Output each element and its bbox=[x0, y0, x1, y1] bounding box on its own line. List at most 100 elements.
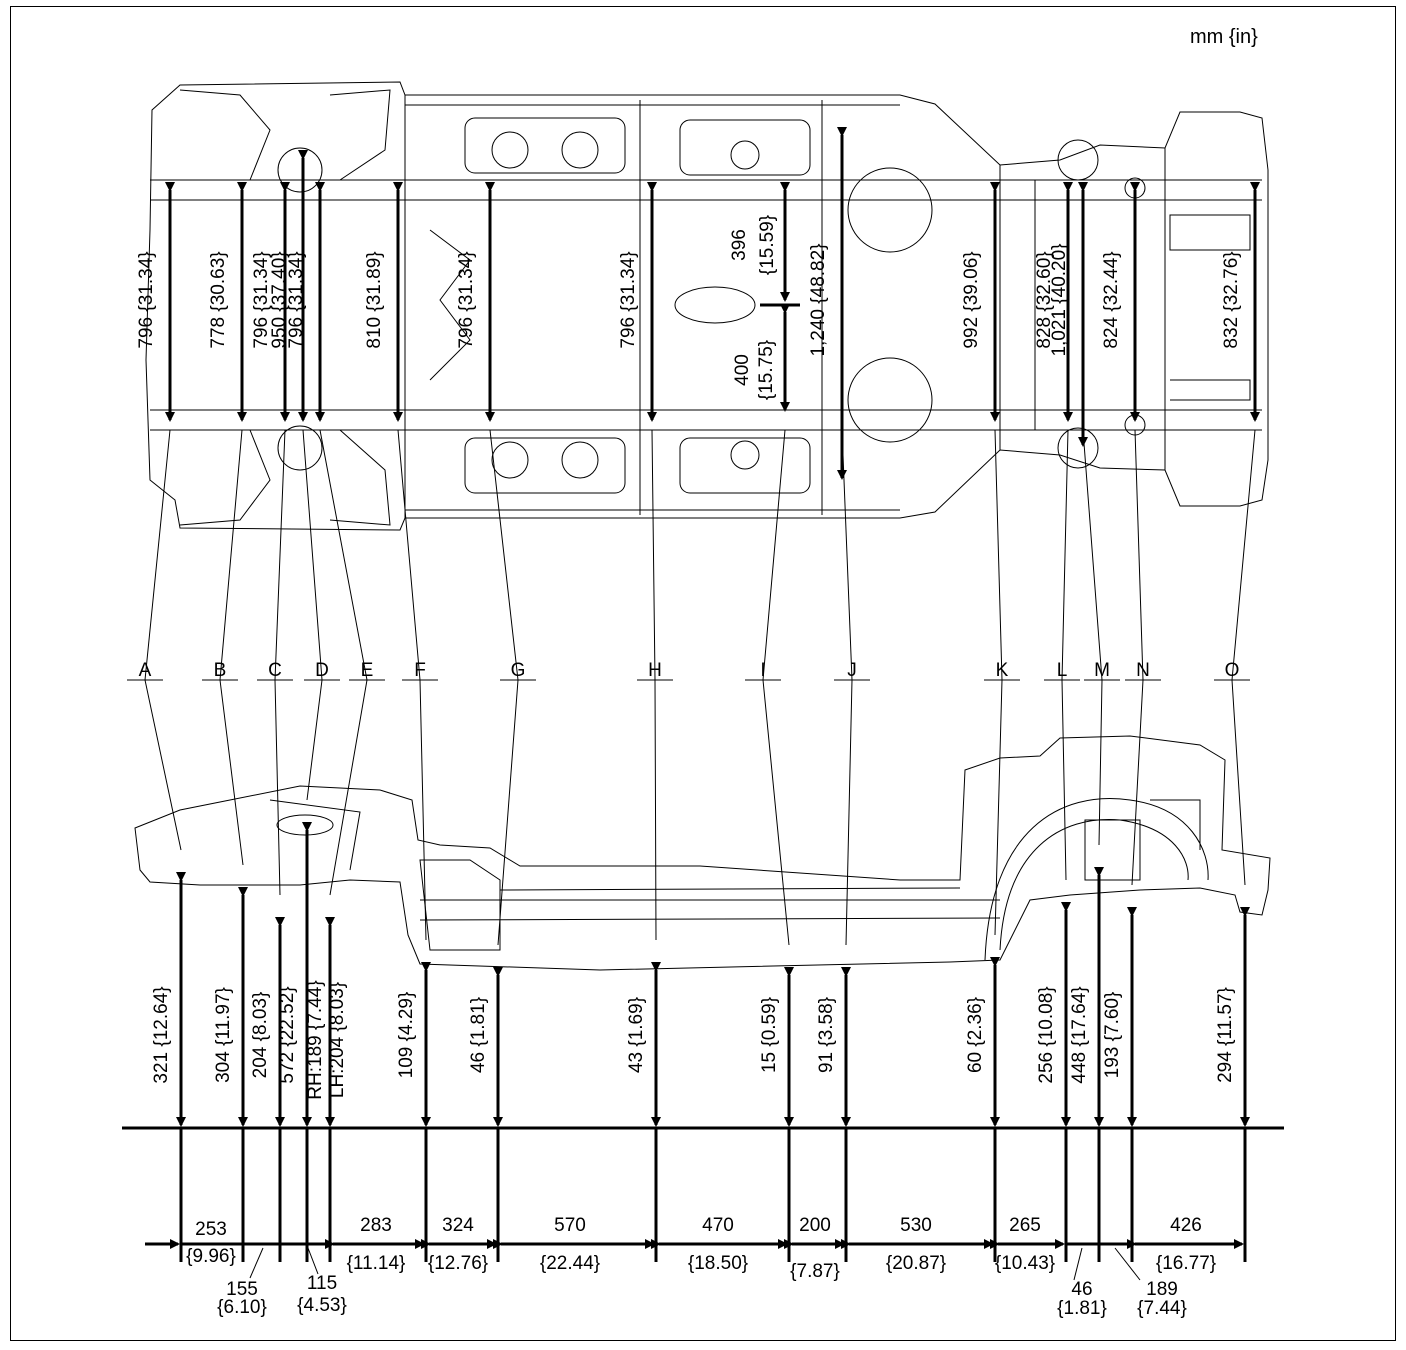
spacing-mm: 46 bbox=[1071, 1279, 1092, 1300]
spacing-mm: 265 bbox=[1009, 1215, 1041, 1236]
spacing-mm: 115 bbox=[307, 1273, 337, 1294]
leader-line bbox=[307, 1247, 319, 1275]
leader-line bbox=[1114, 1247, 1141, 1281]
unit-label: mm {in} bbox=[1190, 26, 1258, 48]
connector-lines bbox=[144, 429, 1256, 946]
height-value: 91 {3.58} bbox=[816, 997, 837, 1073]
width-dimensions: 796 {31.34}778 {30.63}796 {31.34}950 {37… bbox=[136, 127, 1260, 480]
point-letter-j: J bbox=[847, 660, 857, 681]
width-value: 824 {32.44} bbox=[1101, 251, 1122, 348]
connector-line bbox=[1061, 429, 1069, 881]
width-value: 796 {31.34} bbox=[618, 251, 639, 348]
leader-line bbox=[1073, 1247, 1083, 1281]
connector-line bbox=[489, 429, 519, 946]
height-value: 60 {2.36} bbox=[965, 997, 986, 1073]
spacing-dimensions: 253 {9.96} 155{6.10} 115{4.53} 283 {11.14} 324… bbox=[145, 1215, 1244, 1319]
spacing-mm: 470 bbox=[702, 1215, 734, 1236]
width-value: {15.75} bbox=[756, 340, 777, 400]
connector-line bbox=[994, 429, 1003, 936]
spacing-mm: 155 bbox=[226, 1279, 258, 1300]
height-value: LH:204 {8.03} bbox=[327, 982, 348, 1098]
height-value: RH:189 {7.44} bbox=[305, 980, 326, 1099]
spacing-in: {6.10} bbox=[217, 1297, 267, 1318]
width-value: 396 bbox=[729, 229, 750, 261]
spacing-in: {7.87} bbox=[790, 1261, 840, 1282]
width-value: 950 {37.40} bbox=[269, 251, 290, 348]
spacing-mm: 200 bbox=[799, 1215, 831, 1236]
height-value: 204 {8.03} bbox=[250, 992, 271, 1079]
point-letters: A B C D E F G H I J K L M N O bbox=[127, 660, 1250, 681]
width-value: 992 {39.06} bbox=[961, 251, 982, 348]
connector-line bbox=[1231, 429, 1256, 886]
height-value: 193 {7.60} bbox=[1102, 992, 1123, 1079]
point-letter-b: B bbox=[214, 660, 227, 681]
point-letter-h: H bbox=[648, 660, 662, 681]
spacing-mm: 283 bbox=[360, 1215, 392, 1236]
height-value: 109 {4.29} bbox=[396, 992, 417, 1079]
height-value: 448 {17.64} bbox=[1069, 986, 1090, 1083]
spacing-mm: 426 bbox=[1170, 1215, 1202, 1236]
width-value: {15.59} bbox=[757, 215, 778, 275]
height-value: 321 {12.64} bbox=[151, 986, 172, 1083]
spacing-in: {10.43} bbox=[995, 1253, 1055, 1274]
point-letter-e: E bbox=[361, 660, 374, 681]
underbody-view bbox=[145, 81, 1269, 531]
point-letter-k: K bbox=[996, 660, 1009, 681]
width-value: 778 {30.63} bbox=[208, 251, 229, 348]
spacing-in: {22.44} bbox=[540, 1253, 600, 1274]
width-value: 796 {31.34} bbox=[136, 251, 157, 348]
width-value: 1,021 {40.20} bbox=[1049, 243, 1070, 356]
width-value: 1,240 {48.82} bbox=[808, 243, 829, 356]
point-letter-d: D bbox=[315, 660, 329, 681]
point-letter-o: O bbox=[1225, 660, 1240, 681]
spacing-in: {4.53} bbox=[297, 1295, 347, 1316]
point-letter-i: I bbox=[760, 660, 765, 681]
height-value: 304 {11.97} bbox=[213, 987, 234, 1083]
width-value: 828 {32.60} bbox=[1034, 251, 1055, 348]
spacing-in: {18.50} bbox=[688, 1253, 748, 1274]
point-letter-a: A bbox=[139, 660, 152, 681]
point-letter-g: G bbox=[511, 660, 526, 681]
connector-line bbox=[1131, 429, 1144, 886]
point-letter-m: M bbox=[1094, 660, 1110, 681]
point-letter-l: L bbox=[1057, 660, 1068, 681]
height-value: 572 {22.52} bbox=[277, 986, 298, 1083]
leader-line bbox=[249, 1247, 264, 1279]
height-value: 43 {1.69} bbox=[626, 997, 647, 1073]
spacing-in: {9.96} bbox=[186, 1246, 236, 1267]
connector-line bbox=[651, 429, 657, 941]
width-value: 400 bbox=[732, 354, 753, 386]
connector-line bbox=[841, 429, 853, 946]
connector-line bbox=[144, 429, 182, 851]
connector-line bbox=[397, 429, 427, 941]
connector-line bbox=[762, 429, 790, 946]
width-value: 832 {32.76} bbox=[1221, 251, 1242, 348]
width-value: 796 {31.34} bbox=[251, 251, 272, 348]
spacing-in: {20.87} bbox=[886, 1253, 946, 1274]
height-value: 46 {1.81} bbox=[468, 997, 489, 1073]
diagram-frame bbox=[10, 6, 1396, 1341]
spacing-in: {7.44} bbox=[1137, 1298, 1187, 1319]
height-value: 294 {11.57} bbox=[1215, 987, 1236, 1083]
connector-line bbox=[302, 429, 323, 801]
spacing-mm: 189 bbox=[1146, 1279, 1178, 1300]
height-value: 15 {0.59} bbox=[759, 997, 780, 1073]
height-value: 256 {10.08} bbox=[1036, 986, 1057, 1083]
width-value: 796 {31.34} bbox=[286, 251, 307, 348]
point-letter-c: C bbox=[268, 660, 282, 681]
point-letter-f: F bbox=[414, 660, 426, 681]
spacing-in: {11.14} bbox=[347, 1253, 406, 1274]
width-value: 810 {31.89} bbox=[364, 251, 385, 348]
spacing-mm: 253 bbox=[195, 1219, 227, 1240]
spacing-in: {16.77} bbox=[1156, 1253, 1216, 1274]
connector-line bbox=[1082, 429, 1103, 846]
side-view bbox=[134, 735, 1271, 971]
height-dimensions: 321 {12.64} 304 {11.97} 204 {8.03} 572 {22.… bbox=[151, 822, 1250, 1262]
point-letter-n: N bbox=[1136, 660, 1150, 681]
spacing-mm: 530 bbox=[900, 1215, 932, 1236]
spacing-in: {12.76} bbox=[428, 1253, 488, 1274]
spacing-mm: 324 bbox=[442, 1215, 474, 1236]
width-value: 796 {31.34} bbox=[456, 251, 477, 348]
spacing-in: {1.81} bbox=[1057, 1298, 1107, 1319]
